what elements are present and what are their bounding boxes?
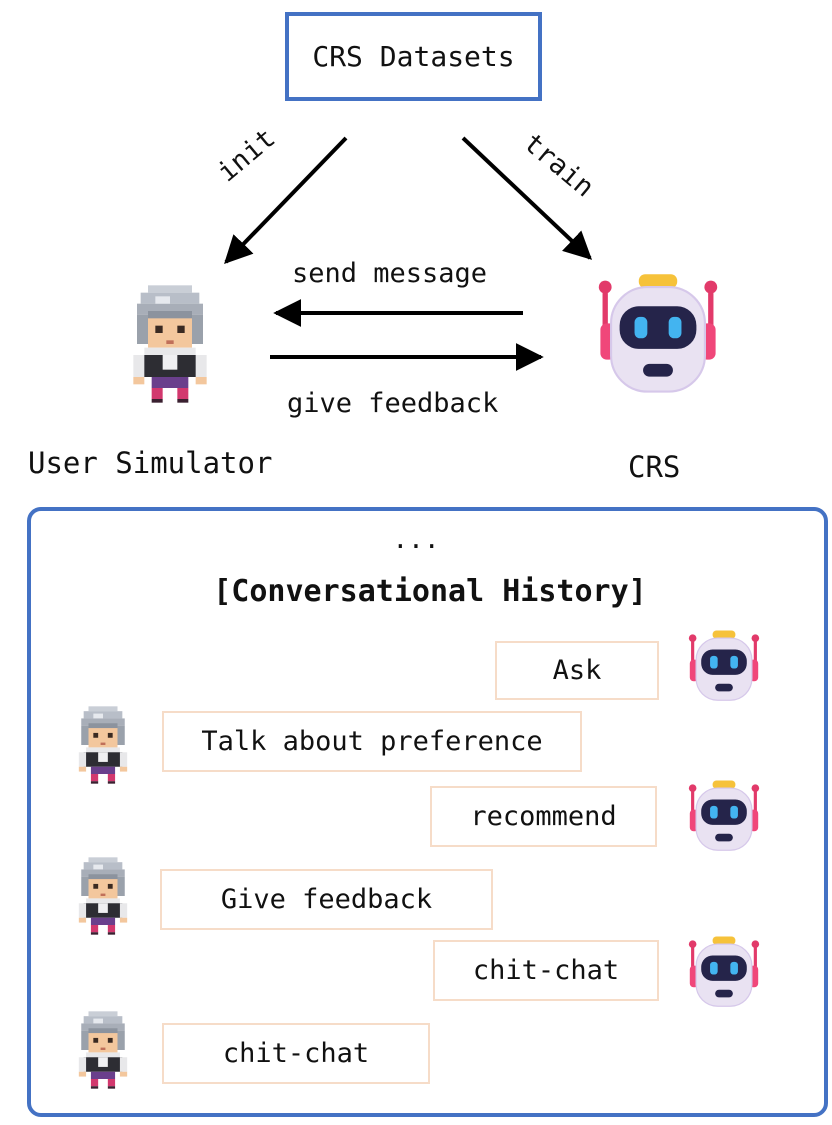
message-bubble-crs: recommend bbox=[430, 786, 657, 847]
history-ellipsis: ... bbox=[392, 525, 440, 555]
message-bubble-user: chit-chat bbox=[162, 1023, 430, 1084]
crs-robot-icon bbox=[594, 270, 722, 398]
message-bubble-crs: chit-chat bbox=[433, 940, 659, 1001]
user-character-icon bbox=[74, 703, 132, 787]
give-feedback-label: give feedback bbox=[287, 388, 499, 419]
crs-label: CRS bbox=[628, 450, 681, 484]
user-simulator-label: User Simulator bbox=[28, 446, 273, 480]
message-bubble-user: Give feedback bbox=[160, 869, 493, 930]
robot-icon bbox=[686, 628, 762, 704]
crs-datasets-box: CRS Datasets bbox=[285, 12, 542, 101]
user-character-icon bbox=[74, 854, 132, 938]
init-arrow bbox=[224, 136, 348, 265]
robot-icon bbox=[686, 934, 762, 1010]
user-simulator-icon bbox=[126, 280, 214, 408]
send-message-label: send message bbox=[292, 258, 488, 289]
message-bubble-user: Talk about preference bbox=[162, 711, 582, 772]
user-character-icon bbox=[74, 1008, 132, 1092]
conversational-history-panel bbox=[27, 507, 828, 1117]
history-title: [Conversational History] bbox=[213, 574, 647, 609]
message-bubble-crs: Ask bbox=[495, 641, 659, 700]
crs-datasets-label: CRS Datasets bbox=[312, 40, 515, 73]
train-arrow bbox=[461, 136, 593, 260]
robot-icon bbox=[686, 778, 762, 854]
